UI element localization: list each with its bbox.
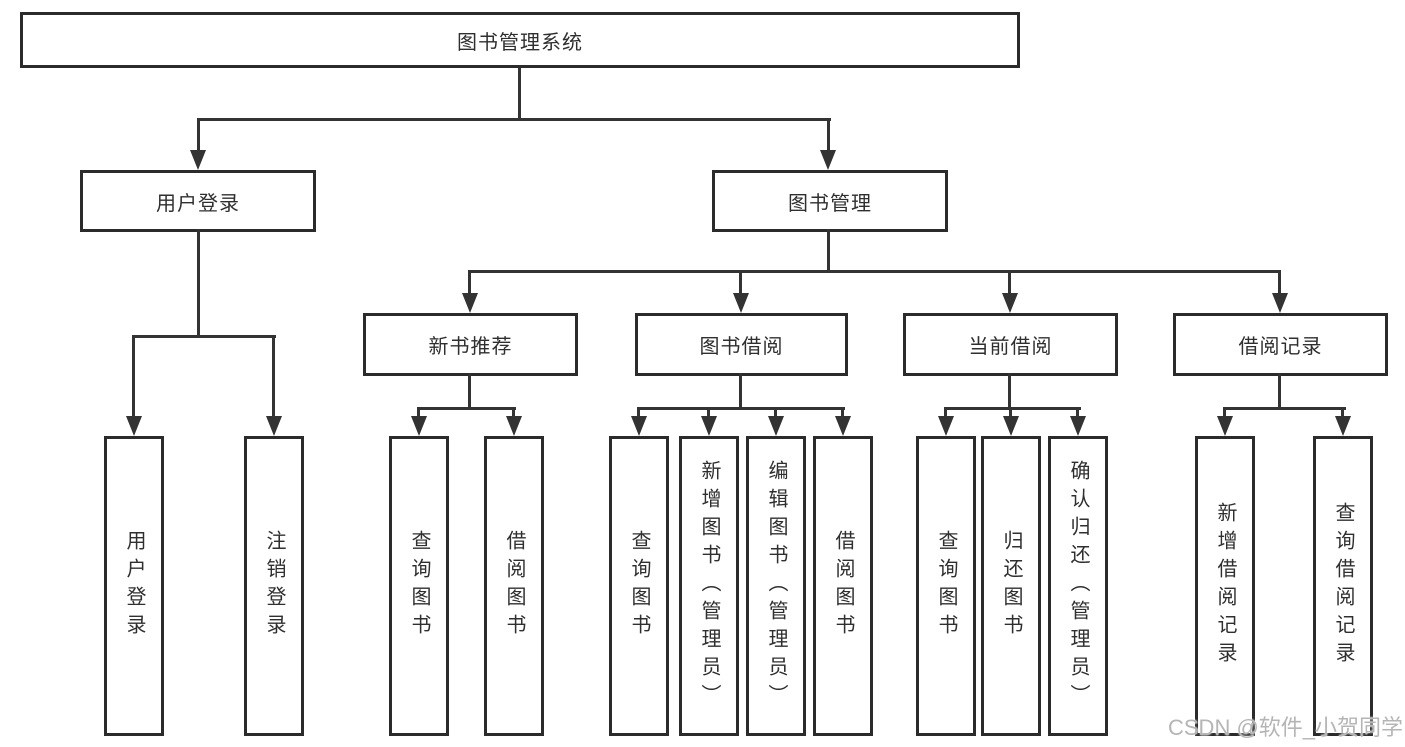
node-label: 查询图书 — [628, 530, 650, 642]
node-current-borrowing: 当前借阅 — [903, 313, 1118, 376]
connector-line — [518, 68, 521, 118]
connector-line — [841, 407, 844, 419]
arrow-down-icon — [1272, 293, 1288, 313]
node-label: 图书借阅 — [699, 336, 784, 358]
connector-line — [417, 407, 516, 410]
leaf-query-books-current: 查询图书 — [916, 436, 976, 736]
connector-line — [417, 407, 420, 419]
node-label: 查询借阅记录 — [1332, 502, 1354, 670]
node-book-borrowing: 图书借阅 — [635, 313, 848, 376]
arrow-down-icon — [190, 150, 206, 170]
node-label: 查询图书 — [408, 530, 430, 642]
arrow-down-icon — [701, 416, 717, 436]
arrow-down-icon — [1217, 416, 1233, 436]
connector-line — [197, 118, 200, 152]
arrow-down-icon — [506, 416, 522, 436]
node-label: 借阅图书 — [832, 530, 854, 642]
connector-line — [512, 407, 515, 419]
leaf-query-books-borrowing: 查询图书 — [609, 436, 669, 736]
leaf-return-books: 归还图书 — [981, 436, 1041, 736]
arrow-down-icon — [1003, 416, 1019, 436]
connector-line — [468, 373, 471, 410]
arrow-down-icon — [835, 416, 851, 436]
arrow-down-icon — [1335, 416, 1351, 436]
leaf-query-borrow-record: 查询借阅记录 — [1313, 436, 1373, 736]
connector-line — [774, 407, 777, 419]
node-label: 归还图书 — [1000, 530, 1022, 642]
connector-line — [1008, 373, 1011, 410]
node-label: 查询图书 — [935, 530, 957, 642]
leaf-borrow-books-recommend: 借阅图书 — [484, 436, 544, 736]
connector-line — [827, 118, 830, 152]
arrow-down-icon — [1070, 416, 1086, 436]
connector-line — [707, 407, 710, 419]
connector-line — [1341, 407, 1344, 419]
arrow-down-icon — [938, 416, 954, 436]
node-label: 借阅图书 — [503, 530, 525, 642]
node-label: 编辑图书（管理员） — [765, 460, 787, 712]
connector-line — [1223, 407, 1226, 419]
arrow-down-icon — [266, 416, 282, 436]
node-borrowing-records: 借阅记录 — [1173, 313, 1388, 376]
arrow-down-icon — [768, 416, 784, 436]
arrow-down-icon — [462, 293, 478, 313]
connector-line — [1076, 407, 1079, 419]
connector-line — [739, 270, 742, 296]
connector-line — [272, 335, 275, 418]
node-label: 新增借阅记录 — [1214, 502, 1236, 670]
node-label: 当前借阅 — [968, 336, 1053, 358]
node-label: 用户登录 — [123, 530, 145, 642]
node-label: 图书管理系统 — [457, 31, 583, 54]
connector-line — [1008, 270, 1011, 296]
connector-line — [637, 407, 640, 419]
arrow-down-icon — [126, 416, 142, 436]
csdn-watermark: CSDN @软件_小贺同学 — [1168, 715, 1404, 740]
connector-line — [132, 335, 135, 418]
leaf-add-borrow-record: 新增借阅记录 — [1195, 436, 1255, 736]
leaf-logout: 注销登录 — [244, 436, 304, 736]
leaf-edit-books-admin: 编辑图书（管理员） — [746, 436, 806, 736]
node-label: 用户登录 — [156, 192, 240, 215]
node-label: 注销登录 — [263, 530, 285, 642]
leaf-query-books-recommend: 查询图书 — [389, 436, 449, 736]
connector-line — [1278, 270, 1281, 296]
node-new-book-recommend: 新书推荐 — [363, 313, 578, 376]
node-label: 借阅记录 — [1238, 336, 1323, 358]
connector-line — [197, 118, 831, 121]
node-user-login: 用户登录 — [80, 170, 316, 232]
connector-line — [132, 335, 276, 338]
node-label: 新增图书（管理员） — [698, 460, 720, 712]
arrow-down-icon — [1002, 293, 1018, 313]
arrow-down-icon — [820, 150, 836, 170]
node-label: 新书推荐 — [428, 336, 513, 358]
node-label: 确认归还（管理员） — [1067, 460, 1089, 712]
leaf-add-books-admin: 新增图书（管理员） — [679, 436, 739, 736]
connector-line — [637, 407, 845, 410]
connector-line — [1223, 407, 1346, 410]
connector-line — [468, 270, 471, 296]
connector-line — [1278, 373, 1281, 410]
node-label: 图书管理 — [788, 192, 872, 215]
connector-line — [827, 229, 830, 273]
leaf-user-login: 用户登录 — [104, 436, 164, 736]
leaf-borrow-books-borrowing: 借阅图书 — [813, 436, 873, 736]
connector-line — [468, 270, 1281, 273]
connector-line — [944, 407, 947, 419]
connector-line — [1009, 407, 1012, 419]
arrow-down-icon — [411, 416, 427, 436]
connector-line — [944, 407, 1081, 410]
connector-line — [739, 373, 742, 410]
arrow-down-icon — [631, 416, 647, 436]
leaf-confirm-return-admin: 确认归还（管理员） — [1048, 436, 1108, 736]
node-library-management-system: 图书管理系统 — [20, 12, 1020, 68]
arrow-down-icon — [733, 293, 749, 313]
connector-line — [197, 229, 200, 335]
node-book-management: 图书管理 — [712, 170, 948, 232]
